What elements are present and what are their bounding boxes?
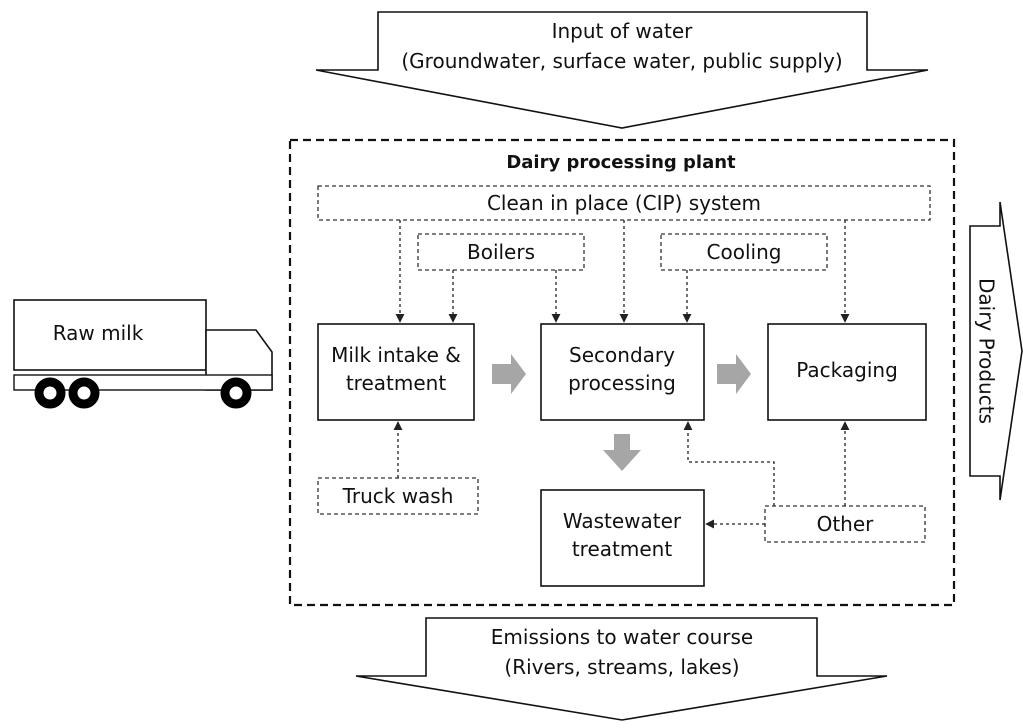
secondary-to-packaging-arrow	[717, 354, 751, 394]
packaging-box	[767, 323, 927, 421]
dairy-products-arrow: Dairy Products	[969, 201, 1023, 501]
boilers-box	[417, 233, 585, 271]
water-input-arrow: Input of water (Groundwater, surface wat…	[315, 11, 929, 129]
other-label: Other	[817, 512, 875, 536]
emissions-destinations: (Rivers, streams, lakes)	[504, 655, 739, 679]
plant-boundary	[288, 138, 956, 607]
cip-system-label: Clean in place (CIP) system	[487, 191, 761, 215]
intake-to-secondary-arrow	[492, 354, 526, 394]
milk-intake-label-2: treatment	[346, 371, 446, 395]
dashed-connectors	[393, 220, 850, 529]
wastewater-treatment-label-1: Wastewater	[563, 509, 682, 533]
plant-title: Dairy processing plant	[506, 152, 736, 173]
cooling-box	[660, 233, 828, 271]
secondary-processing-box	[540, 323, 705, 421]
emissions-title: Emissions to water course	[491, 625, 753, 649]
raw-milk-truck: Raw milk	[13, 299, 273, 409]
secondary-to-wastewater-arrow	[603, 434, 641, 471]
secondary-processing-label-2: processing	[568, 371, 676, 395]
truck-rear-wheel-2	[68, 377, 100, 409]
truck-tank	[13, 299, 207, 371]
other-to-secondary-connector	[683, 421, 775, 506]
milk-intake-box	[317, 323, 475, 421]
truck-wash-label: Truck wash	[342, 484, 454, 508]
boilers-label: Boilers	[467, 240, 535, 264]
raw-milk-label: Raw milk	[53, 321, 144, 345]
dairy-products-label: Dairy Products	[975, 278, 999, 424]
wastewater-treatment-box	[540, 489, 705, 587]
truck-front-wheel	[220, 377, 252, 409]
secondary-processing-label-1: Secondary	[569, 343, 675, 367]
truck-wash-box	[317, 477, 479, 515]
packaging-label: Packaging	[796, 358, 898, 382]
emissions-arrow: Emissions to water course (Rivers, strea…	[355, 617, 888, 721]
wastewater-treatment-label-2: treatment	[572, 537, 672, 561]
water-input-sources: (Groundwater, surface water, public supp…	[401, 49, 842, 73]
cooling-label: Cooling	[707, 240, 782, 264]
truck-rear-wheel-1	[34, 377, 66, 409]
water-input-title: Input of water	[552, 19, 694, 43]
milk-intake-label-1: Milk intake &	[331, 343, 461, 367]
